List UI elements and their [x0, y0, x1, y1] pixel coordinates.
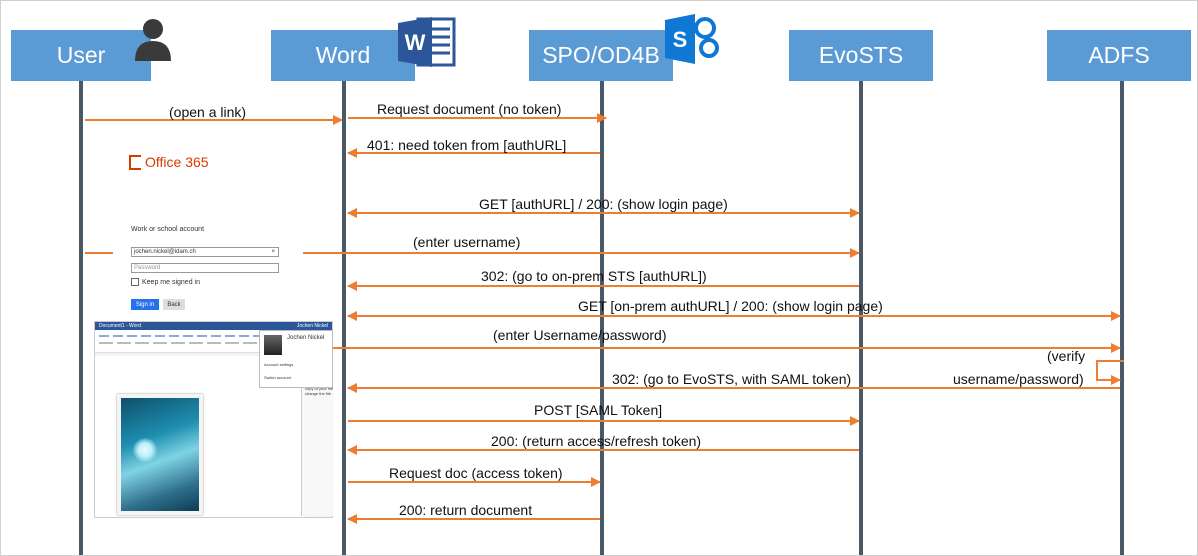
msg-get-authurl: GET [authURL] / 200: (show login page): [479, 196, 728, 212]
lifeline-user: [79, 81, 83, 555]
account-card: Jochen Nickel Account settings Switch ac…: [259, 330, 333, 388]
actor-user-label: User: [56, 42, 106, 68]
msg-enter-credentials: (enter Username/password): [493, 327, 667, 343]
actor-adfs: ADFS: [1047, 30, 1191, 81]
switch-account-link[interactable]: Switch account: [264, 375, 291, 380]
sign-in-button[interactable]: Sign in: [131, 299, 159, 310]
office365-brand: Office 365: [145, 154, 209, 170]
username-value: jochen.nickel@idam.ch: [134, 249, 196, 255]
arrow-verify-loop: [1096, 360, 1124, 385]
login-heading: Work or school account: [131, 226, 205, 233]
msg-verify-1: (verify: [1047, 348, 1086, 364]
actor-spo-label: SPO/OD4B: [542, 42, 660, 68]
word-icon-letter: W: [405, 30, 426, 55]
side-pane-text: copy of your file change the file: [305, 386, 334, 396]
username-field[interactable]: jochen.nickel@idam.ch ×: [131, 247, 279, 257]
keep-signed-in-label: Keep me signed in: [142, 278, 200, 286]
msg-go-onprem: 302: (go to on-prem STS [authURL]): [481, 268, 707, 284]
msg-get-onprem: GET [on-prem authURL] / 200: (show login…: [578, 298, 883, 314]
login-screenshot: [113, 141, 303, 317]
msg-enter-username: (enter username): [413, 234, 521, 250]
msg-go-evosts: 302: (go to EvoSTS, with SAML token): [612, 371, 852, 387]
msg-need-token: 401: need token from [authURL]: [367, 137, 567, 153]
actor-user: User: [11, 30, 151, 81]
clear-icon[interactable]: ×: [271, 249, 275, 255]
card-name: Jochen Nickel: [287, 335, 325, 341]
msg-return-token: 200: (return access/refresh token): [491, 433, 702, 449]
actor-word-label: Word: [315, 42, 371, 68]
user-icon: [135, 19, 171, 61]
actor-adfs-label: ADFS: [1088, 42, 1150, 68]
word-side-pane: copy of your file change the file: [301, 386, 334, 516]
account-settings-link[interactable]: Account settings: [264, 362, 294, 367]
msg-verify-2: username/password): [953, 371, 1084, 387]
word-titlebar: Document1 - Word Jochen Nickel: [95, 322, 332, 330]
checkbox-icon[interactable]: [131, 278, 139, 286]
back-button[interactable]: Back: [163, 299, 185, 310]
word-title: Document1 - Word: [99, 323, 141, 329]
actor-evosts-label: EvoSTS: [818, 42, 904, 68]
password-field[interactable]: Password: [131, 263, 279, 273]
avatar: [264, 335, 282, 355]
msg-return-document: 200: return document: [399, 502, 533, 518]
sharepoint-icon-letter: S: [673, 27, 688, 52]
msg-open-link: (open a link): [169, 104, 247, 120]
msg-request-document: Request document (no token): [377, 101, 562, 117]
actor-evosts: EvoSTS: [789, 30, 933, 81]
word-user-name: Jochen Nickel: [296, 323, 328, 329]
password-placeholder: Password: [134, 265, 161, 271]
office-icon: [129, 154, 141, 170]
actor-spo: SPO/OD4B: [529, 30, 673, 81]
sharepoint-icon: S: [665, 14, 719, 64]
msg-post-saml: POST [SAML Token]: [534, 402, 663, 418]
office365-logo: Office 365: [129, 154, 209, 170]
lifeline-adfs: [1120, 81, 1124, 555]
actor-word: Word: [271, 30, 415, 81]
word-icon: W: [398, 17, 456, 67]
glacier-photo: [117, 394, 203, 515]
keep-signed-in[interactable]: Keep me signed in: [131, 278, 200, 286]
lifeline-word: [342, 81, 346, 555]
msg-request-doc: Request doc (access token): [389, 465, 563, 481]
